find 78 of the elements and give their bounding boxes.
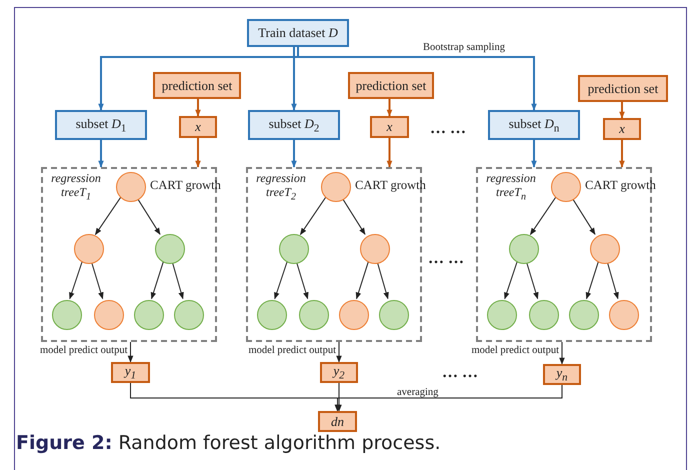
arrow [571, 197, 596, 235]
figure-caption: Figure 2: Random forest algorithm process. [16, 432, 441, 454]
arrow [356, 260, 369, 300]
panel-label: CART growth [150, 178, 221, 193]
tree-node-circle [487, 300, 517, 330]
subset-box: subset D$_{n}$ [488, 110, 580, 140]
arrow [386, 99, 392, 117]
arrow [136, 197, 161, 235]
arrow [531, 140, 537, 168]
arrow [504, 260, 518, 300]
arrow [98, 140, 104, 168]
arrow [530, 196, 556, 236]
prediction-set-box: prediction set [578, 75, 668, 102]
subset-box: subset D$_{2}$ [248, 110, 340, 140]
tree-node-circle [134, 300, 164, 330]
arrow [150, 260, 164, 300]
edge-label: model predict output [472, 345, 559, 357]
tree-node-circle [509, 234, 539, 264]
tree-node-circle [551, 172, 581, 202]
output-box: y$_{n}$ [543, 364, 581, 385]
result-box: dn [318, 411, 357, 432]
tree-node-circle [279, 234, 309, 264]
arrow [619, 140, 625, 168]
prediction-set-box: prediction set [153, 72, 241, 99]
output-box: y$_{1}$ [111, 362, 150, 383]
tree-node-circle [116, 172, 146, 202]
tree-node-circle [257, 300, 287, 330]
arrow [195, 138, 201, 168]
edge-label: model predict output [248, 345, 336, 357]
edge-label: Bootstrap sampling [423, 42, 505, 54]
edge-label: averaging [397, 387, 438, 399]
tree-node-circle [529, 300, 559, 330]
input-box: x [603, 118, 641, 140]
arrow [291, 47, 297, 111]
arrow [274, 260, 288, 300]
dataset-box: Train dataset D [247, 19, 349, 47]
arrow [297, 47, 537, 111]
arrow [619, 102, 625, 119]
arrow [334, 384, 562, 412]
panel-title: regression treeT$_{n}$ [485, 171, 537, 204]
tree-node-circle [155, 234, 185, 264]
tree-node-circle [174, 300, 204, 330]
ellipsis-text: … … [430, 120, 466, 138]
arrow [94, 196, 122, 236]
arrow [291, 140, 297, 168]
subset-box: subset D$_{1}$ [55, 110, 147, 140]
panel-title: regression treeT$_{1}$ [50, 171, 102, 204]
arrow [586, 260, 599, 300]
arrow [336, 342, 342, 363]
panel-title: regression treeT$_{2}$ [255, 171, 307, 204]
tree-node-circle [74, 234, 104, 264]
edge-label: model predict output [40, 345, 128, 357]
arrow [300, 196, 326, 236]
tree-node-circle [339, 300, 369, 330]
input-box: x [179, 116, 217, 138]
tree-node-circle [569, 300, 599, 330]
tree-node-circle [299, 300, 329, 330]
arrow [128, 342, 134, 363]
panel-label: CART growth [585, 178, 656, 193]
arrow [386, 138, 392, 168]
ellipsis-text: … … [442, 364, 478, 382]
input-box: x [370, 116, 409, 138]
arrow [559, 342, 565, 365]
tree-node-circle [94, 300, 124, 330]
arrow [195, 99, 201, 117]
tree-node-circle [609, 300, 639, 330]
arrow [336, 382, 342, 412]
tree-node-circle [360, 234, 390, 264]
output-box: y$_{2}$ [320, 362, 358, 383]
tree-node-circle [321, 172, 351, 202]
panel-label: CART growth [355, 178, 426, 193]
ellipsis-text: … … [428, 250, 464, 268]
tree-node-circle [52, 300, 82, 330]
arrow [69, 260, 83, 300]
prediction-set-box: prediction set [348, 72, 434, 99]
tree-node-circle [590, 234, 620, 264]
tree-node-circle [379, 300, 409, 330]
arrow [341, 197, 366, 235]
